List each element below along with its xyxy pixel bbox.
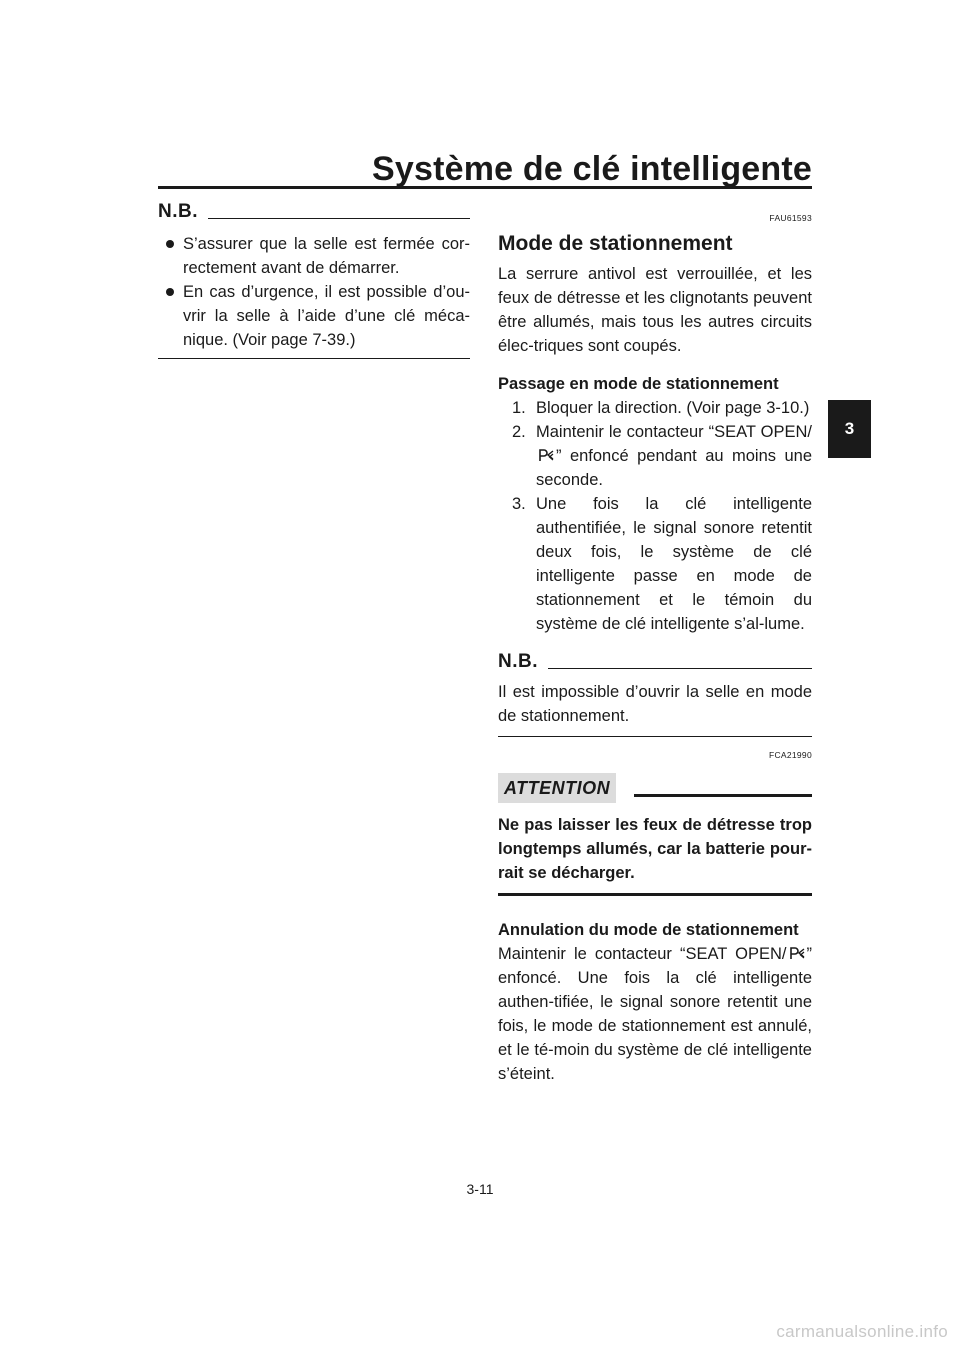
bullet-text: En cas d’urgence, il est possible d’ou-v… bbox=[183, 283, 470, 349]
nb-end-rule bbox=[498, 736, 812, 737]
bullet-dot-icon bbox=[166, 288, 174, 296]
nb-end-rule bbox=[158, 358, 470, 359]
list-item: S’assurer que la selle est fermée cor-re… bbox=[158, 232, 470, 280]
cancel-paragraph: Maintenir le contacteur “SEAT OPEN/” enf… bbox=[498, 942, 812, 1086]
steps-list: 1. Bloquer la direction. (Voir page 3-10… bbox=[498, 396, 812, 636]
section-title: Mode de stationnement bbox=[498, 232, 733, 255]
page-title: Système de clé intelligente bbox=[371, 150, 812, 188]
attention-end-rule bbox=[498, 893, 812, 896]
list-item: 3. Une fois la clé intelligente authenti… bbox=[498, 492, 812, 636]
list-item: 2. Maintenir le contacteur “SEAT OPEN/ ” … bbox=[498, 420, 812, 492]
list-item: 1. Bloquer la direction. (Voir page 3-10… bbox=[498, 396, 812, 420]
parking-icon bbox=[789, 947, 804, 959]
step-number: 3. bbox=[512, 495, 526, 513]
nb-rule bbox=[208, 217, 470, 219]
header-rule bbox=[158, 186, 812, 189]
list-item: En cas d’urgence, il est possible d’ou-v… bbox=[158, 280, 470, 352]
step-text: Bloquer la direction. (Voir page 3-10.) bbox=[536, 399, 810, 417]
bullet-text: S’assurer que la selle est fermée cor-re… bbox=[183, 235, 470, 277]
intro-paragraph: La serrure antivol est verrouillée, et l… bbox=[498, 265, 812, 355]
page-number: 3-11 bbox=[466, 1181, 494, 1197]
nb-header: N.B. bbox=[498, 650, 812, 674]
attention-rule bbox=[634, 793, 812, 797]
step-text-before: Maintenir le contacteur “SEAT OPEN/ bbox=[536, 423, 812, 441]
nb-header: N.B. bbox=[158, 200, 470, 224]
reference-code: FAU61593 bbox=[769, 213, 812, 223]
nb-rule bbox=[548, 667, 812, 669]
reference-code: FCA21990 bbox=[768, 750, 812, 760]
attention-label: ATTENTION bbox=[498, 773, 617, 803]
nb-label: N.B. bbox=[158, 201, 198, 222]
subheading-cancel-parking: Annulation du mode de stationnement bbox=[498, 921, 799, 939]
bullet-dot-icon bbox=[166, 240, 174, 248]
attention-header: ATTENTION bbox=[498, 773, 812, 803]
cancel-text-before: Maintenir le contacteur “SEAT OPEN/ bbox=[498, 945, 787, 963]
chapter-tab[interactable]: 3 bbox=[828, 400, 871, 458]
left-column: N.B. S’assurer que la selle est fermée c… bbox=[158, 200, 470, 359]
step-text-after: ” enfoncé pendant au moins une seconde. bbox=[536, 447, 812, 489]
nb-text: Il est impossible d’ouvrir la selle en m… bbox=[498, 683, 812, 725]
parking-icon bbox=[539, 449, 554, 461]
nb-bullet-list: S’assurer que la selle est fermée cor-re… bbox=[158, 232, 470, 352]
watermark: carmanualsonline.info bbox=[776, 1322, 948, 1341]
cancel-text-after: ” enfoncé. Une fois la clé intelligente … bbox=[498, 945, 812, 1083]
nb-label: N.B. bbox=[498, 651, 538, 672]
subheading-enter-parking: Passage en mode de stationnement bbox=[498, 375, 779, 393]
step-number: 1. bbox=[512, 399, 526, 417]
attention-text: Ne pas laisser les feux de détresse trop… bbox=[498, 816, 812, 882]
step-text: Une fois la clé intelligente authentifié… bbox=[536, 495, 812, 633]
right-column: FAU61593 Mode de stationnement La serrur… bbox=[498, 206, 812, 1086]
step-number: 2. bbox=[512, 423, 526, 441]
